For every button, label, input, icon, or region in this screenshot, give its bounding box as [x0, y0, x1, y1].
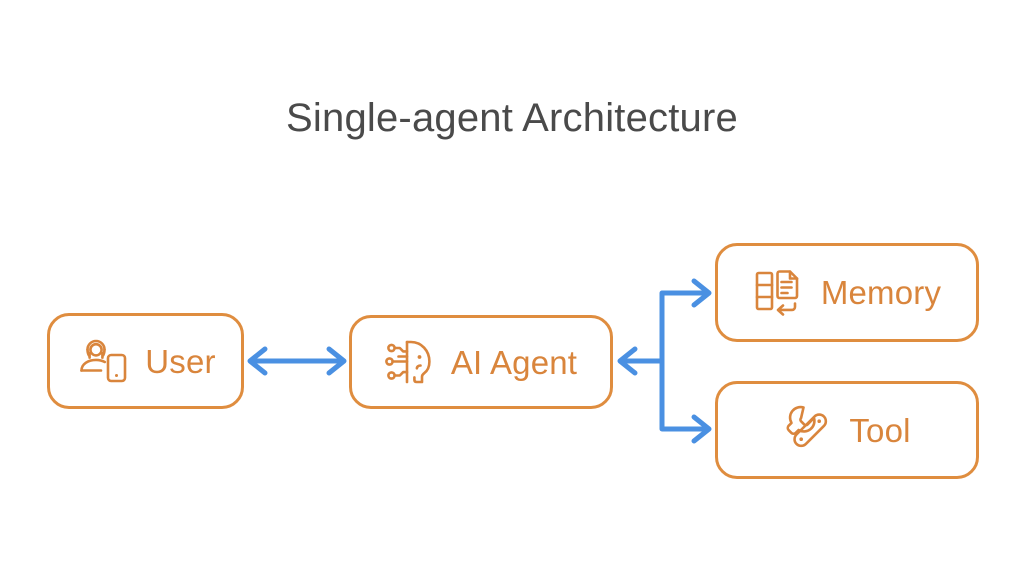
- ai-head-circuit-icon: [384, 337, 437, 387]
- memory-document-icon: [753, 266, 807, 320]
- node-user[interactable]: User: [47, 313, 244, 409]
- node-user-label: User: [145, 342, 216, 380]
- user-with-phone-icon: [75, 336, 131, 386]
- node-memory[interactable]: Memory: [715, 243, 979, 342]
- page-title: Single-agent Architecture: [286, 96, 738, 140]
- connector-ai-agent-memory: [662, 278, 712, 308]
- node-ai-agent-label: AI Agent: [450, 343, 578, 381]
- node-tool[interactable]: Tool: [715, 381, 979, 479]
- connector-user-ai-agent: [247, 346, 347, 376]
- connector-branch-to-ai-agent: [617, 290, 665, 432]
- node-memory-label: Memory: [820, 274, 942, 311]
- connector-ai-agent-tool: [662, 414, 712, 444]
- node-tool-label: Tool: [849, 411, 911, 449]
- wrench-screwdriver-icon: [783, 403, 835, 457]
- node-ai-agent[interactable]: AI Agent: [349, 315, 613, 409]
